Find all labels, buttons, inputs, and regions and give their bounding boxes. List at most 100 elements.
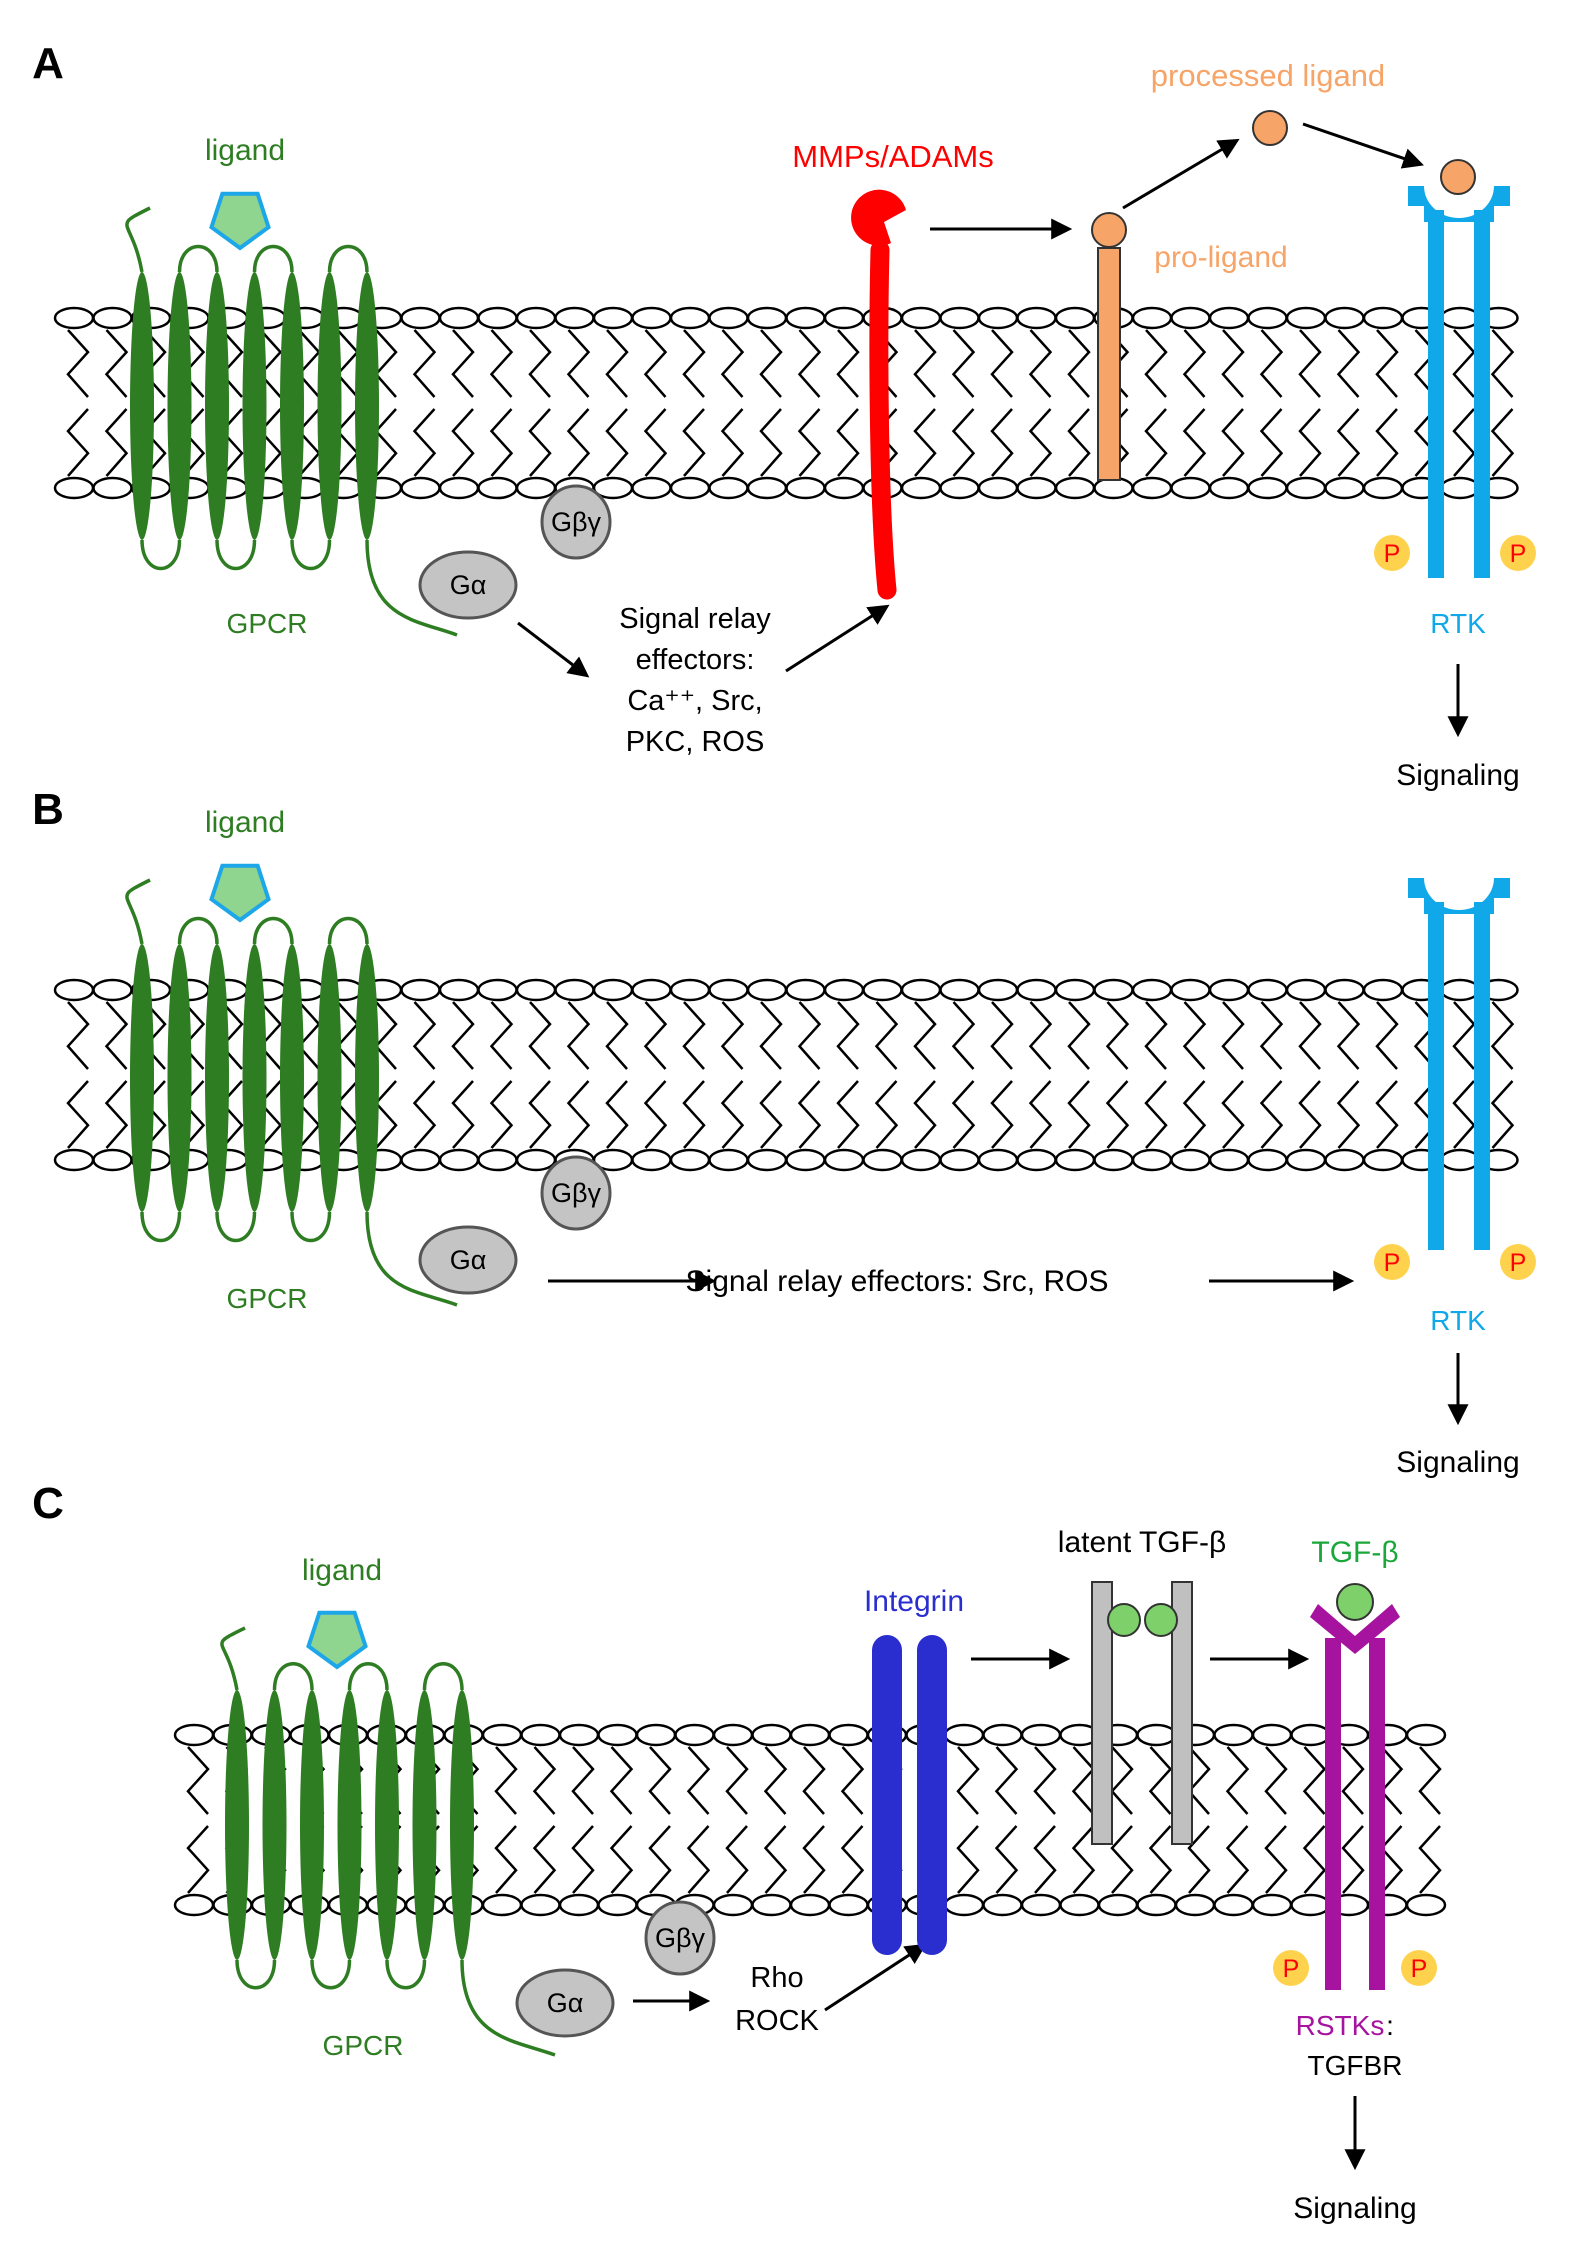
mmp-stalk — [869, 240, 897, 600]
lipid-tail — [1110, 1746, 1134, 1815]
lipid-tail — [104, 1080, 129, 1149]
mmps-adams-label: MMPs/ADAMs — [792, 139, 994, 174]
lipid-head — [674, 1723, 715, 1747]
rho-label: Rho — [750, 1962, 803, 1994]
lipid-tail — [951, 329, 976, 398]
phosphate-label: P — [1384, 540, 1401, 568]
lipid-tail — [1298, 1080, 1322, 1149]
gpcr-loop — [215, 539, 257, 571]
lipid-head — [1016, 1148, 1057, 1172]
lipid-head — [92, 306, 133, 330]
lipid-tail — [532, 1746, 557, 1815]
lipid-head — [939, 476, 980, 500]
lipid-tail — [1413, 408, 1438, 477]
lipid-head — [1247, 476, 1288, 500]
lipid-head — [1362, 1148, 1404, 1172]
lipid-tail — [297, 329, 321, 398]
gpcr-helix — [225, 1690, 249, 1960]
lipid-head — [438, 476, 480, 500]
latent-tgf-ball — [1107, 1603, 1141, 1637]
arrow-to-rtk — [1302, 122, 1424, 169]
lipid-tail — [186, 1746, 210, 1815]
processed-ligand-ball — [1252, 110, 1288, 146]
lipid-tail — [720, 1080, 745, 1149]
lipid-tail — [494, 1746, 518, 1815]
phosphate: P — [1500, 535, 1536, 571]
lipid-head — [597, 1723, 638, 1747]
lipid-tail — [532, 1825, 557, 1894]
latent-tgf-beta — [1091, 1581, 1193, 1845]
lipid-tail — [686, 1746, 711, 1815]
g-alpha-label: Gα — [450, 570, 487, 600]
lipid-tail — [181, 1080, 206, 1149]
lipid-head — [939, 306, 980, 330]
lipid-head — [823, 306, 865, 330]
lipid-tail — [220, 408, 244, 477]
lipid-head — [1208, 978, 1250, 1002]
lipid-tail — [1259, 408, 1284, 477]
lipid-head — [746, 306, 788, 330]
lipid-tail — [412, 1001, 437, 1070]
lipid-tail — [759, 1001, 783, 1070]
lipid-head — [481, 1893, 523, 1917]
lipid-tail — [1071, 1825, 1096, 1894]
lipid-tail — [143, 329, 167, 398]
phosphate: P — [1374, 535, 1410, 571]
lipid-tail — [451, 408, 475, 477]
gpcr-loop — [215, 1211, 257, 1243]
lipid-head — [1362, 476, 1404, 500]
gpcr-helix — [375, 1690, 399, 1960]
lipid-tail — [682, 408, 706, 477]
lipid-tail — [609, 1746, 634, 1815]
lipid-tail — [840, 1825, 865, 1894]
lipid-tail — [335, 1080, 360, 1149]
lipid-tail — [566, 1001, 591, 1070]
lipid-tail — [258, 329, 283, 398]
integrin-beta — [917, 1635, 947, 1955]
lipid-head — [708, 978, 749, 1002]
gpcr-helix — [130, 272, 154, 540]
gpcr-helix — [337, 1690, 362, 1960]
lipid-head — [977, 476, 1019, 500]
phosphate-label: P — [1411, 1955, 1428, 1983]
lipid-tail — [994, 1746, 1019, 1815]
lipid-tail — [1187, 1746, 1211, 1815]
lipid-head — [400, 306, 441, 330]
bound-ligand-ball — [1440, 159, 1476, 195]
gpcr-helix — [317, 272, 342, 540]
lipid-head — [1285, 306, 1327, 330]
lipid-head — [977, 1148, 1019, 1172]
gpcr-loop — [347, 1662, 389, 1691]
lipid-head — [477, 1148, 518, 1172]
lipid-tail — [412, 329, 437, 398]
panel-letter: B — [32, 785, 64, 834]
lipid-tail — [1067, 1080, 1091, 1149]
lipid-head — [1208, 476, 1250, 500]
lipid-head — [53, 1148, 95, 1172]
lipid-head — [1208, 306, 1250, 330]
gpcr — [125, 878, 458, 1307]
gpcr — [125, 206, 458, 637]
g-beta-gamma-subunit — [644, 1900, 716, 1976]
lipid-tail — [1375, 1080, 1399, 1149]
lipid-head — [1208, 1148, 1250, 1172]
lipid-head — [92, 476, 133, 500]
lipid-head — [1097, 1893, 1139, 1917]
lipid-head — [789, 1893, 831, 1917]
lipid-head — [173, 1893, 215, 1917]
lipid-head — [1054, 306, 1096, 330]
lipid-head — [708, 1148, 749, 1172]
rtk-ligand-pocket — [1408, 878, 1510, 914]
lipid-head — [53, 978, 95, 1002]
lipid-tail — [451, 329, 475, 398]
lipid-head — [669, 1148, 711, 1172]
lipid-head — [1251, 1893, 1293, 1917]
phosphate: P — [1273, 1950, 1309, 1986]
lipid-tail — [66, 408, 90, 477]
lipid-head — [708, 306, 749, 330]
latent-tgf-label: latent TGF-β — [1058, 1526, 1226, 1559]
arrow-relay-to-mmp — [785, 604, 890, 673]
lipid-head — [977, 978, 1019, 1002]
lipid-head — [631, 476, 672, 500]
